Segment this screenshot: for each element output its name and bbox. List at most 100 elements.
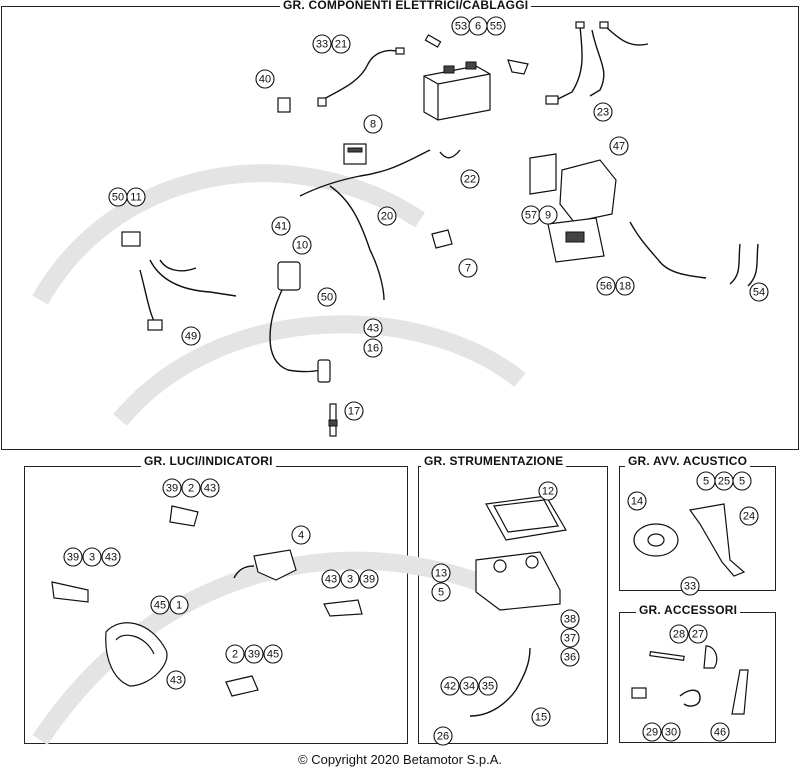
svg-text:5: 5: [703, 476, 709, 488]
svg-text:37: 37: [564, 633, 576, 645]
callout-luci-43: 43: [166, 670, 186, 690]
cable-tie: [649, 650, 685, 662]
svg-text:35: 35: [482, 681, 494, 693]
callout-acustico-5: 5: [732, 471, 752, 491]
callout-main-40: 40: [255, 69, 275, 89]
svg-text:41: 41: [275, 221, 287, 233]
indicator-rear: [169, 505, 199, 527]
callout-main-47: 47: [609, 136, 629, 156]
svg-text:5: 5: [739, 476, 745, 488]
headlight: [105, 622, 168, 687]
svg-text:22: 22: [464, 174, 476, 186]
svg-text:46: 46: [714, 727, 726, 739]
battery-cable: [317, 47, 405, 107]
svg-text:7: 7: [465, 263, 471, 275]
callout-strumentazione-38: 38: [560, 609, 580, 629]
cdi-unit: [529, 153, 617, 263]
speed-sensor-cable: [469, 647, 531, 717]
svg-text:33: 33: [684, 581, 696, 593]
main-harness: [299, 149, 461, 301]
svg-text:17: 17: [348, 406, 360, 418]
harness-lower-right: [629, 221, 759, 287]
svg-text:10: 10: [296, 240, 308, 252]
relay: [343, 143, 367, 165]
callout-luci-2: 2: [181, 478, 201, 498]
callout-main-18: 18: [615, 276, 635, 296]
svg-text:23: 23: [597, 107, 609, 119]
svg-text:13: 13: [435, 568, 447, 580]
callout-accessori-46: 46: [710, 722, 730, 742]
indicator-front-left: [51, 581, 89, 603]
callout-main-56: 56: [596, 276, 616, 296]
callout-main-50: 50: [317, 287, 337, 307]
svg-text:16: 16: [367, 343, 379, 355]
svg-text:26: 26: [437, 731, 449, 743]
svg-text:3: 3: [347, 574, 353, 586]
title-luci: GR. LUCI/INDICATORI: [141, 454, 276, 468]
callout-luci-39: 39: [162, 478, 182, 498]
indicator-front-right: [323, 599, 363, 617]
callout-main-33: 33: [312, 34, 332, 54]
svg-text:47: 47: [613, 141, 625, 153]
callout-luci-39: 39: [244, 644, 264, 664]
callout-main-17: 17: [344, 401, 364, 421]
svg-text:50: 50: [112, 192, 124, 204]
callout-main-53: 53: [451, 16, 471, 36]
callout-main-57: 57: [521, 205, 541, 225]
svg-text:33: 33: [316, 39, 328, 51]
callout-main-41: 41: [271, 216, 291, 236]
callout-luci-45: 45: [150, 595, 170, 615]
tail-light-bracket: [233, 549, 297, 581]
callout-strumentazione-12: 12: [538, 481, 558, 501]
svg-text:42: 42: [444, 681, 456, 693]
svg-text:45: 45: [267, 649, 279, 661]
svg-text:24: 24: [743, 511, 755, 523]
svg-text:18: 18: [619, 281, 631, 293]
callout-accessori-30: 30: [661, 722, 681, 742]
callout-luci-1: 1: [169, 595, 189, 615]
svg-text:39: 39: [67, 552, 79, 564]
svg-text:6: 6: [475, 21, 481, 33]
callout-strumentazione-42: 42: [440, 676, 460, 696]
svg-text:49: 49: [185, 331, 197, 343]
clip: [703, 645, 718, 669]
callout-luci-2: 2: [225, 644, 245, 664]
callout-accessori-29: 29: [642, 722, 662, 742]
callout-acustico-24: 24: [739, 506, 759, 526]
svg-text:30: 30: [665, 727, 677, 739]
title-accessori: GR. ACCESSORI: [636, 603, 741, 617]
title-strumentazione: GR. STRUMENTAZIONE: [421, 454, 567, 468]
callout-strumentazione-26: 26: [433, 726, 453, 746]
callout-luci-39: 39: [359, 569, 379, 589]
callout-accessori-27: 27: [688, 624, 708, 644]
callout-main-6: 6: [468, 16, 488, 36]
callout-main-22: 22: [460, 169, 480, 189]
svg-text:11: 11: [130, 192, 141, 204]
callout-main-50: 50: [108, 187, 128, 207]
callout-accessori-28: 28: [669, 624, 689, 644]
ignition-coil: [269, 261, 321, 373]
hose-clamp: [679, 689, 701, 707]
callout-main-10: 10: [292, 235, 312, 255]
svg-text:4: 4: [298, 530, 304, 542]
callout-acustico-33: 33: [680, 576, 700, 596]
callout-main-9: 9: [538, 205, 558, 225]
svg-text:9: 9: [545, 210, 551, 222]
svg-text:43: 43: [204, 483, 216, 495]
svg-text:8: 8: [370, 119, 376, 131]
callout-luci-43: 43: [200, 478, 220, 498]
callout-main-49: 49: [181, 326, 201, 346]
callout-main-54: 54: [749, 282, 769, 302]
strap: [731, 669, 749, 715]
callout-strumentazione-35: 35: [478, 676, 498, 696]
callout-acustico-5: 5: [696, 471, 716, 491]
callout-luci-4: 4: [291, 525, 311, 545]
svg-text:21: 21: [335, 39, 347, 51]
callout-luci-39: 39: [63, 547, 83, 567]
svg-text:43: 43: [170, 675, 182, 687]
callout-main-55: 55: [486, 16, 506, 36]
dashboard-bracket: [475, 551, 561, 611]
svg-text:54: 54: [753, 287, 765, 299]
